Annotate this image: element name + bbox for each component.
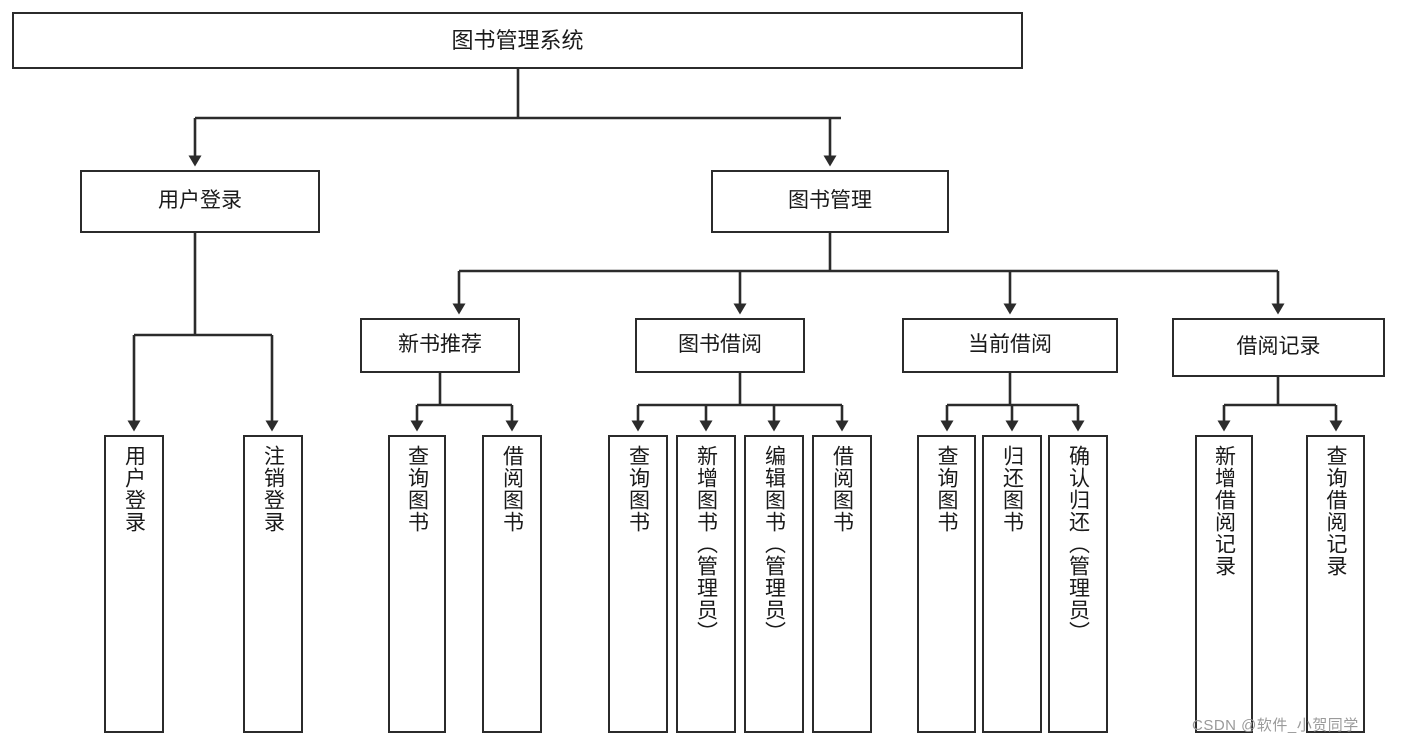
node-label: 新书推荐 — [398, 333, 482, 357]
node-label: 图书管理系统 — [451, 27, 584, 53]
node-label: 查询借阅记录 — [1324, 445, 1347, 577]
leaf-book-borrow-query[interactable]: 查询图书 — [608, 435, 668, 733]
node-label: 新增图书（管理员） — [694, 445, 718, 643]
node-label: 借阅图书 — [500, 445, 524, 533]
leaf-current-borrow-query[interactable]: 查询图书 — [917, 435, 976, 733]
leaf-user-login-logout[interactable]: 注销登录 — [243, 435, 303, 733]
node-borrow-records[interactable]: 借阅记录 — [1172, 318, 1385, 377]
leaf-current-borrow-return[interactable]: 归还图书 — [982, 435, 1042, 733]
leaf-new-book-borrow[interactable]: 借阅图书 — [482, 435, 542, 733]
leaf-borrow-records-add[interactable]: 新增借阅记录 — [1195, 435, 1253, 733]
node-label: 借阅图书 — [830, 445, 854, 533]
node-label: 查询图书 — [626, 445, 650, 533]
node-book-borrow[interactable]: 图书借阅 — [635, 318, 805, 373]
leaf-current-borrow-confirm-return-admin[interactable]: 确认归还（管理员） — [1048, 435, 1108, 733]
node-label: 确认归还（管理员） — [1066, 445, 1090, 643]
node-label: 用户登录 — [122, 445, 146, 533]
node-label: 新增借阅记录 — [1212, 445, 1236, 577]
node-label: 借阅记录 — [1236, 335, 1321, 359]
node-label: 用户登录 — [158, 189, 242, 213]
node-current-borrow[interactable]: 当前借阅 — [902, 318, 1118, 373]
node-label: 注销登录 — [261, 445, 285, 533]
node-label: 图书管理 — [788, 189, 872, 213]
node-book-management[interactable]: 图书管理 — [711, 170, 949, 233]
node-new-book-recommend[interactable]: 新书推荐 — [360, 318, 520, 373]
leaf-book-borrow-add-admin[interactable]: 新增图书（管理员） — [676, 435, 736, 733]
node-label: 编辑图书（管理员） — [762, 445, 786, 643]
node-label: 查询图书 — [405, 445, 429, 533]
leaf-book-borrow-edit-admin[interactable]: 编辑图书（管理员） — [744, 435, 804, 733]
node-label: 归还图书 — [1000, 445, 1024, 533]
node-label: 查询图书 — [935, 445, 958, 533]
node-label: 当前借阅 — [968, 333, 1052, 357]
node-user-login[interactable]: 用户登录 — [80, 170, 320, 233]
leaf-new-book-query[interactable]: 查询图书 — [388, 435, 446, 733]
leaf-book-borrow-borrow[interactable]: 借阅图书 — [812, 435, 872, 733]
leaf-user-login-login[interactable]: 用户登录 — [104, 435, 164, 733]
node-label: 图书借阅 — [678, 333, 762, 357]
leaf-borrow-records-query[interactable]: 查询借阅记录 — [1306, 435, 1365, 733]
node-root-book-management-system[interactable]: 图书管理系统 — [12, 12, 1023, 69]
